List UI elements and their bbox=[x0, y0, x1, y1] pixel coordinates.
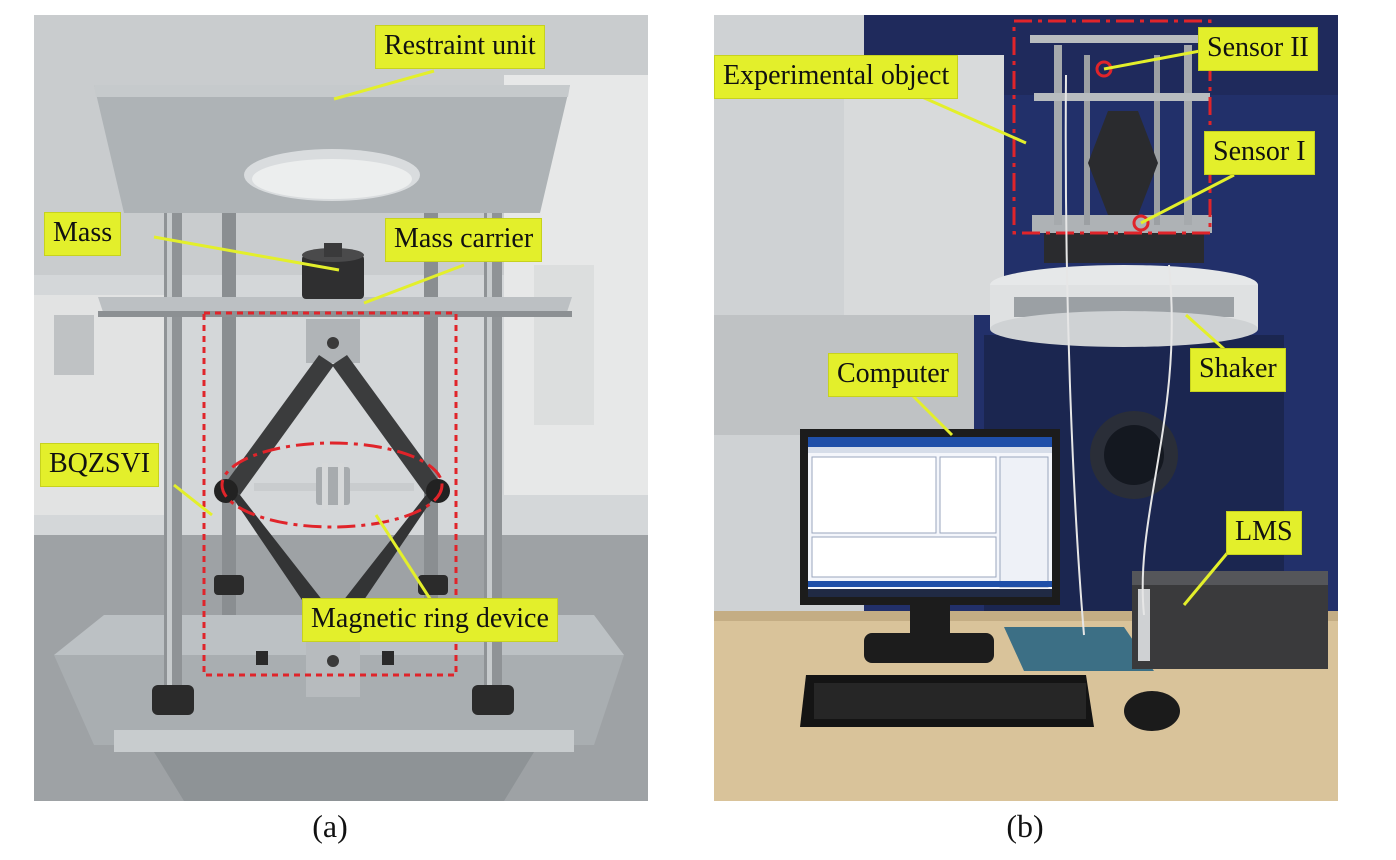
label-restraint-unit: Restraint unit bbox=[375, 25, 545, 69]
caption-panel-a: (a) bbox=[312, 808, 348, 844]
label-shaker: Shaker bbox=[1190, 348, 1286, 392]
label-sensor-ii: Sensor II bbox=[1198, 27, 1318, 71]
label-mass: Mass bbox=[44, 212, 122, 256]
panel-b-photo: Experimental object Sensor II Sensor I S… bbox=[714, 15, 1338, 801]
panel-a-photo: Restraint unit Mass Mass carrier BQZSVI … bbox=[34, 15, 648, 801]
label-computer: Computer bbox=[828, 353, 958, 397]
label-experimental-object: Experimental object bbox=[714, 55, 959, 99]
caption-panel-b: (b) bbox=[1006, 808, 1044, 844]
label-bqzsvi: BQZSVI bbox=[40, 443, 160, 487]
label-lms: LMS bbox=[1226, 511, 1302, 555]
label-mass-carrier: Mass carrier bbox=[385, 218, 543, 262]
panel-a-illustration bbox=[34, 15, 648, 801]
label-sensor-i: Sensor I bbox=[1204, 131, 1315, 175]
label-magnetic-ring-device: Magnetic ring device bbox=[302, 598, 558, 642]
